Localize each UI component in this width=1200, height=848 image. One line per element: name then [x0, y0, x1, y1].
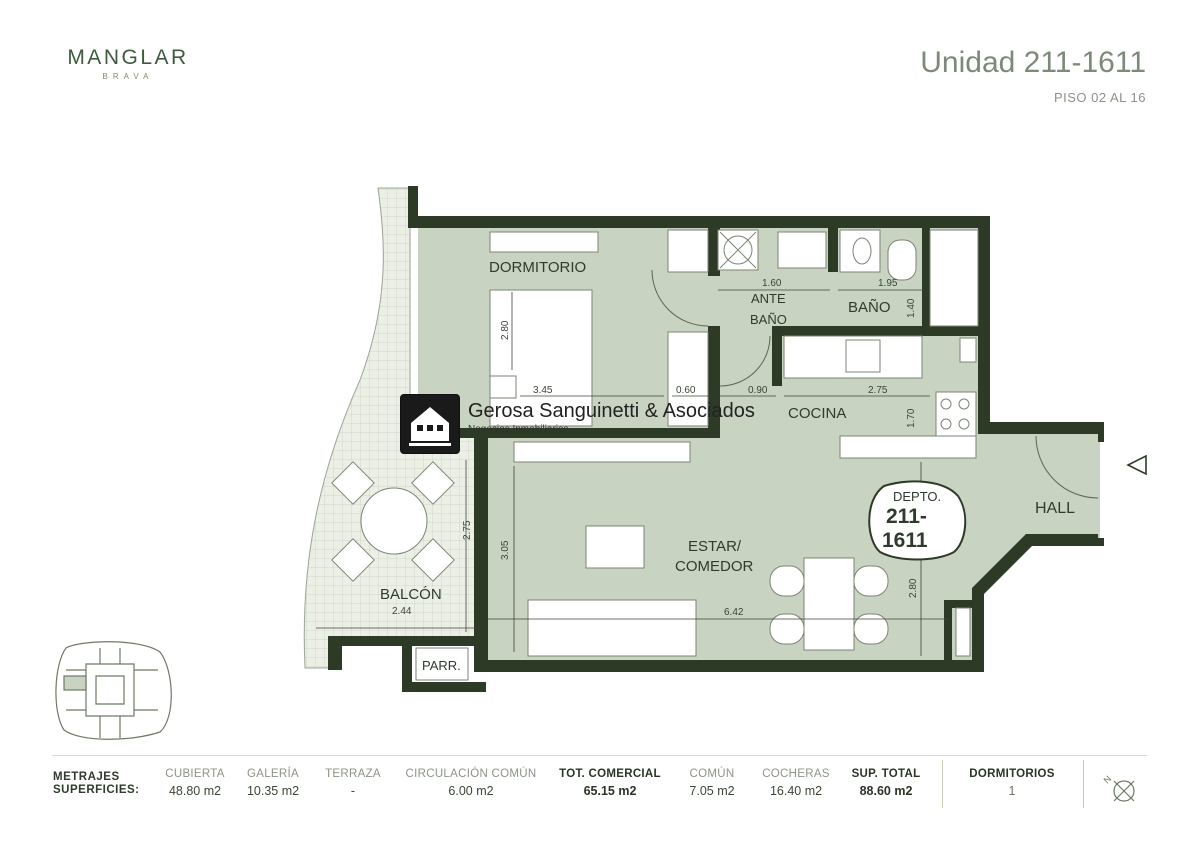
- col-dormitorios: DORMITORIOS 1: [956, 768, 1068, 798]
- label-bano: BAÑO: [848, 299, 891, 316]
- label-parr: PARR.: [422, 658, 461, 673]
- dim-1-95: 1.95: [878, 278, 898, 289]
- col-sup-total: SUP. TOTAL 88.60 m2: [846, 768, 926, 798]
- col-value: 10.35 m2: [246, 784, 300, 798]
- col-value: -: [350, 784, 356, 798]
- col-value: 16.40 m2: [769, 784, 823, 798]
- agency-watermark: Gerosa Sanguinetti & Asociados Negocios …: [400, 394, 755, 454]
- label-dormitorio: DORMITORIO: [489, 259, 586, 276]
- label-ante-bano: BAÑO: [750, 312, 787, 327]
- footer-separator: [1083, 760, 1084, 808]
- col-value: 6.00 m2: [448, 784, 494, 798]
- depto-badge: [868, 480, 967, 561]
- metrajes-line1: METRAJES: [53, 771, 120, 783]
- agency-tagline: Negocios Inmobiliarios: [468, 424, 569, 435]
- dim-1-60: 1.60: [762, 278, 782, 289]
- dim-2-75-cocina: 2.75: [868, 385, 888, 396]
- fixture-details: [719, 231, 970, 430]
- col-tot-comercial: TOT. COMERCIAL 65.15 m2: [554, 768, 666, 798]
- agency-name: Gerosa Sanguinetti & Asociados: [468, 400, 755, 422]
- north-label: N: [1102, 774, 1113, 786]
- col-value: 7.05 m2: [689, 784, 735, 798]
- brand-logo: MANGLAR BRAVA: [58, 46, 198, 81]
- metrajes-line2: SUPERFICIES:: [53, 784, 140, 796]
- depto-label: DEPTO.: [893, 489, 941, 504]
- footer-divider: [52, 755, 1147, 756]
- dim-1-40: 1.40: [906, 298, 917, 318]
- depto-number-1: 211-: [886, 505, 927, 528]
- dim-6-42: 6.42: [724, 607, 744, 618]
- dim-1-70: 1.70: [906, 408, 917, 428]
- col-label: SUP. TOTAL: [851, 768, 921, 780]
- surface-table: METRAJES SUPERFICIES: CUBIERTA 48.80 m2 …: [0, 760, 1200, 808]
- label-comedor: COMEDOR: [675, 558, 754, 575]
- label-ante: ANTE: [751, 291, 786, 306]
- dim-3-45: 3.45: [533, 385, 553, 396]
- unit-floors: PISO 02 AL 16: [1053, 90, 1146, 105]
- col-cocheras: COCHERAS 16.40 m2: [756, 768, 836, 798]
- floor-plan: DORMITORIO ANTE BAÑO BAÑO COCINA ESTAR/ …: [55, 186, 1147, 740]
- col-value: 88.60 m2: [859, 784, 913, 798]
- agency-house-icon: [400, 394, 460, 454]
- col-label: GALERÍA: [247, 768, 299, 780]
- col-label: COCHERAS: [762, 768, 830, 780]
- dim-2-75-balcon: 2.75: [462, 520, 473, 540]
- label-estar: ESTAR/: [688, 538, 742, 555]
- col-label: CUBIERTA: [165, 768, 225, 780]
- col-circulacion: CIRCULACIÓN COMÚN 6.00 m2: [400, 768, 542, 798]
- entry-arrow-icon: [1126, 454, 1147, 476]
- dim-2-44: 2.44: [392, 606, 412, 617]
- unit-title: Unidad 211-1611: [920, 46, 1146, 79]
- brand-sub: BRAVA: [102, 72, 154, 81]
- col-label: COMÚN: [689, 768, 735, 780]
- col-value: 48.80 m2: [168, 784, 222, 798]
- col-label: TERRAZA: [325, 768, 381, 780]
- north-compass-icon: N: [1102, 772, 1142, 813]
- col-value: 1: [1008, 784, 1016, 798]
- col-value: 65.15 m2: [583, 784, 637, 798]
- label-hall: HALL: [1035, 500, 1075, 517]
- walls: [328, 186, 1104, 692]
- dim-3-05: 3.05: [500, 540, 511, 560]
- col-comun: COMÚN 7.05 m2: [678, 768, 746, 798]
- dim-0-90: 0.90: [748, 385, 768, 396]
- dim-2-80-dorm: 2.80: [500, 320, 511, 340]
- label-cocina: COCINA: [788, 405, 846, 422]
- col-label: TOT. COMERCIAL: [559, 768, 661, 780]
- metrajes-label: METRAJES SUPERFICIES:: [53, 771, 140, 797]
- col-label: CIRCULACIÓN COMÚN: [405, 768, 537, 780]
- col-galeria: GALERÍA 10.35 m2: [238, 768, 308, 798]
- furniture: [331, 229, 979, 681]
- col-terraza: TERRAZA -: [318, 768, 388, 798]
- label-balcon: BALCÓN: [380, 586, 442, 603]
- col-cubierta: CUBIERTA 48.80 m2: [160, 768, 230, 798]
- dim-0-60: 0.60: [676, 385, 696, 396]
- footer-separator: [942, 760, 943, 808]
- key-plan-minimap: [55, 641, 172, 740]
- door-swings: [651, 269, 1099, 499]
- depto-number-2: 1611: [882, 529, 928, 552]
- dim-2-80-estar: 2.80: [908, 578, 919, 598]
- brand-name: MANGLAR: [67, 46, 189, 69]
- col-label: DORMITORIOS: [969, 768, 1055, 780]
